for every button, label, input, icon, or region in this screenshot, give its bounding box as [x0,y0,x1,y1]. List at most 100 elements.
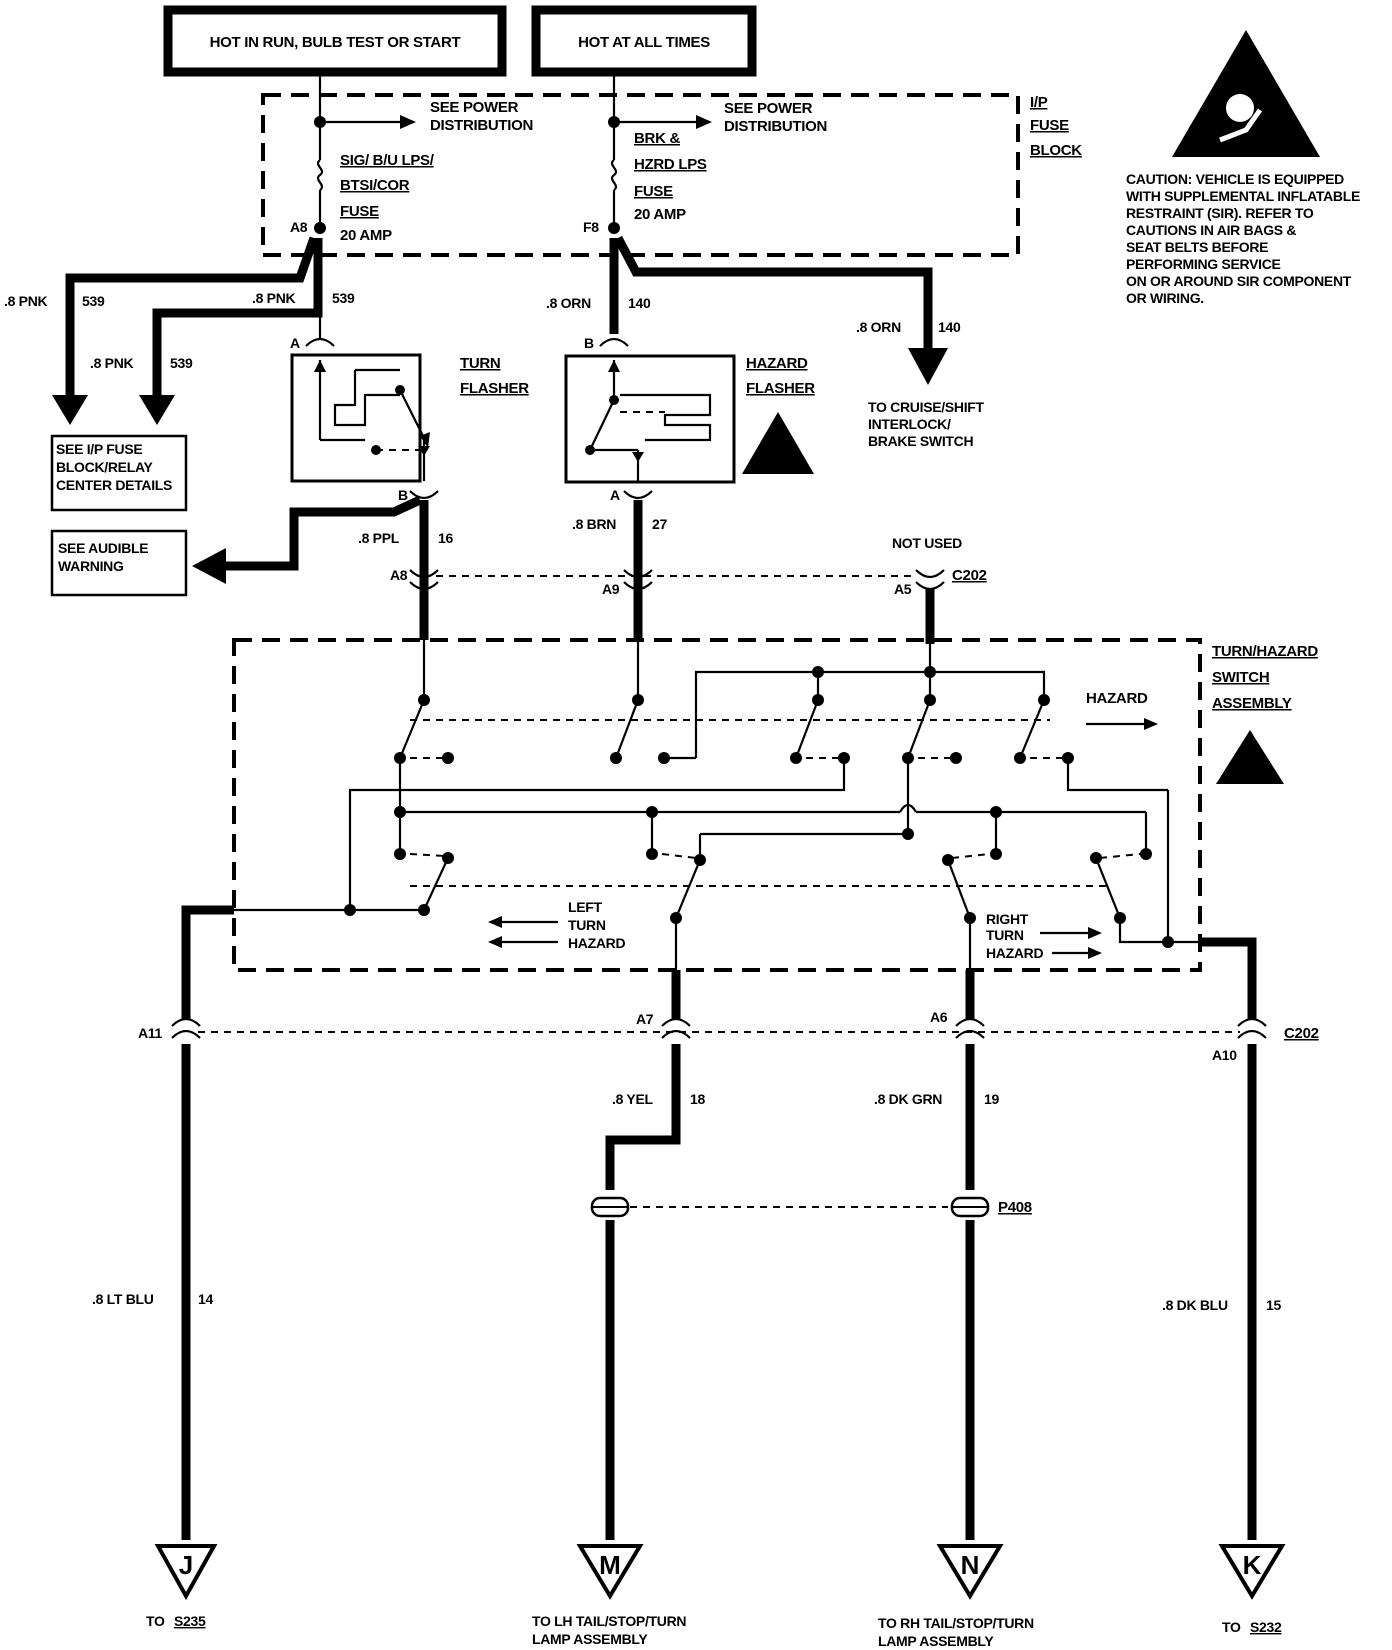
c202-top: A8 A9 A5 NOT USED C202 [390,535,987,644]
wire-yel-num: 18 [690,1091,705,1107]
fuse1-amp: 20 AMP [340,227,392,244]
dest-k-to: TO [1222,1619,1241,1635]
dest-m-letter: M [599,1550,621,1580]
wire-ppl-num: 16 [438,530,453,546]
caution-line-7: ON OR AROUND SIR COMPONENT [1126,273,1352,289]
wire-brn: .8 BRN [572,516,616,532]
connector-icon [409,490,439,500]
dest-j-splice: S235 [174,1613,206,1629]
p408-connector: P408 [590,1196,1032,1218]
right-label-3: HAZARD [986,945,1043,961]
see-power-2a: SEE POWER [724,100,813,117]
c202-bottom: A11 A7 A6 A10 C202 [138,1009,1319,1063]
fuse-icon [610,159,618,191]
fuse2-amp: 20 AMP [634,206,686,223]
fuse-block-title-2: FUSE [1030,117,1069,134]
fuse1-word: FUSE [340,203,379,220]
arrow-right-icon [400,115,416,129]
fuse2-name-1: BRK & [634,130,680,147]
switch-title-2: SWITCH [1212,669,1269,686]
arrow-left-icon [192,548,226,584]
see-power-2b: DISTRIBUTION [724,118,827,135]
caution-line-4: CAUTIONS IN AIR BAGS & [1126,222,1296,238]
power-run-box: HOT IN RUN, BULB TEST OR START [163,5,507,77]
wire-dk-blu-num: 15 [1266,1297,1281,1313]
power-all-times-label: HOT AT ALL TIMES [578,34,710,51]
left-label-1: LEFT [568,899,603,915]
connector-icon [661,1017,691,1039]
arrow-down-icon [908,348,948,385]
wire-pnk-lower: .8 PNK [90,355,134,371]
fuse-block-title-1: I/P [1030,94,1048,111]
airbag-warning-icon [1172,30,1320,157]
airbag-warning-icon [1216,730,1284,784]
wire-pnk-lower-num: 539 [170,355,193,371]
fuse2-pin: F8 [583,219,599,235]
caution-line-5: SEAT BELTS BEFORE [1126,239,1268,255]
switch-assembly-outline [232,638,1202,972]
connector-icon [171,1017,201,1039]
left-label-2: TURN [568,917,606,933]
output-wiring [181,905,1257,1020]
turn-flasher-pin-b: B [398,487,408,503]
fuse-details-box: SEE I/P FUSE BLOCK/RELAY CENTER DETAILS [50,434,188,512]
pin-a11: A11 [138,1025,163,1041]
wire-dk-grn: .8 DK GRN [874,1091,942,1107]
caution-line-3: RESTRAINT (SIR). REFER TO [1126,205,1314,221]
orn-140-wiring: .8 ORN 140 .8 ORN 140 TO CRUISE/SHIFT IN… [546,235,985,449]
turn-flasher-label-2: FLASHER [460,380,529,397]
hazard-flasher-label-1: HAZARD [746,355,808,372]
turn-flasher-label-1: TURN [460,355,500,372]
arrow-left-icon [488,936,502,948]
hazard-flasher-pin-a: A [610,487,620,503]
pin-a9: A9 [602,581,620,597]
wire-pnk-mid: .8 PNK [252,290,296,306]
pnk-539-wiring: .8 PNK 539 .8 PNK 539 .8 PNK 539 [4,236,355,425]
p408-label: P408 [998,1199,1032,1216]
arrow-down-icon [52,395,88,425]
audible-warning-box: SEE AUDIBLE WARNING [50,529,188,597]
wire-orn-b-num: 140 [938,319,961,335]
power-run-label: HOT IN RUN, BULB TEST OR START [210,34,461,51]
hazard-flasher: B HAZARD FLASHER A [564,335,816,503]
cruise-1: TO CRUISE/SHIFT [868,399,985,415]
cruise-2: INTERLOCK/ [868,416,951,432]
caution-line-1: CAUTION: VEHICLE IS EQUIPPED [1126,171,1344,187]
connector-icon [409,569,439,591]
connector-icon [623,490,653,500]
wire-dk-grn-num: 19 [984,1091,999,1107]
dest-k-splice: S232 [1250,1619,1282,1635]
arrow-right-icon [1144,718,1158,730]
pin-a6: A6 [930,1009,948,1025]
flasher-element [333,368,400,427]
hazard-label: HAZARD [1086,690,1148,707]
wire-orn-a-num: 140 [628,295,651,311]
audible-1: SEE AUDIBLE [58,540,148,556]
wire-dk-blu: .8 DK BLU [1162,1297,1228,1313]
fuse-icon [316,159,324,191]
wire-pnk-left: .8 PNK [4,293,48,309]
right-label-1: RIGHT [986,911,1029,927]
arrow-right-icon [1088,947,1102,959]
turn-flasher-pin-a: A [290,335,300,351]
connector-icon [955,1017,985,1039]
wire-brn-num: 27 [652,516,667,532]
see-power-1a: SEE POWER [430,99,519,116]
fuse-1: SEE POWER DISTRIBUTION SIG/ B/U LPS/ BTS… [290,72,533,244]
connector-icon [599,337,629,347]
fuse-details-2: BLOCK/RELAY [56,459,153,475]
wire-orn-a: .8 ORN [546,295,591,311]
dest-k-letter: K [1243,1550,1262,1580]
fuse-2: SEE POWER DISTRIBUTION BRK & HZRD LPS FU… [583,72,827,235]
fuse-details-1: SEE I/P FUSE [56,441,142,457]
destination-n: N TO RH TAIL/STOP/TURN LAMP ASSEMBLY [878,1544,1034,1649]
dest-j-letter: J [179,1550,193,1580]
dest-n-letter: N [961,1550,980,1580]
dest-m-2: LAMP ASSEMBLY [532,1631,648,1647]
connector-icon [1237,1017,1267,1039]
dest-n-1: TO RH TAIL/STOP/TURN [878,1615,1034,1631]
fuse2-name-2: HZRD LPS [634,156,707,173]
wire-lt-blu: .8 LT BLU [92,1291,154,1307]
dest-m-1: TO LH TAIL/STOP/TURN [532,1613,686,1629]
fuse1-name-1: SIG/ B/U LPS/ [340,152,435,169]
